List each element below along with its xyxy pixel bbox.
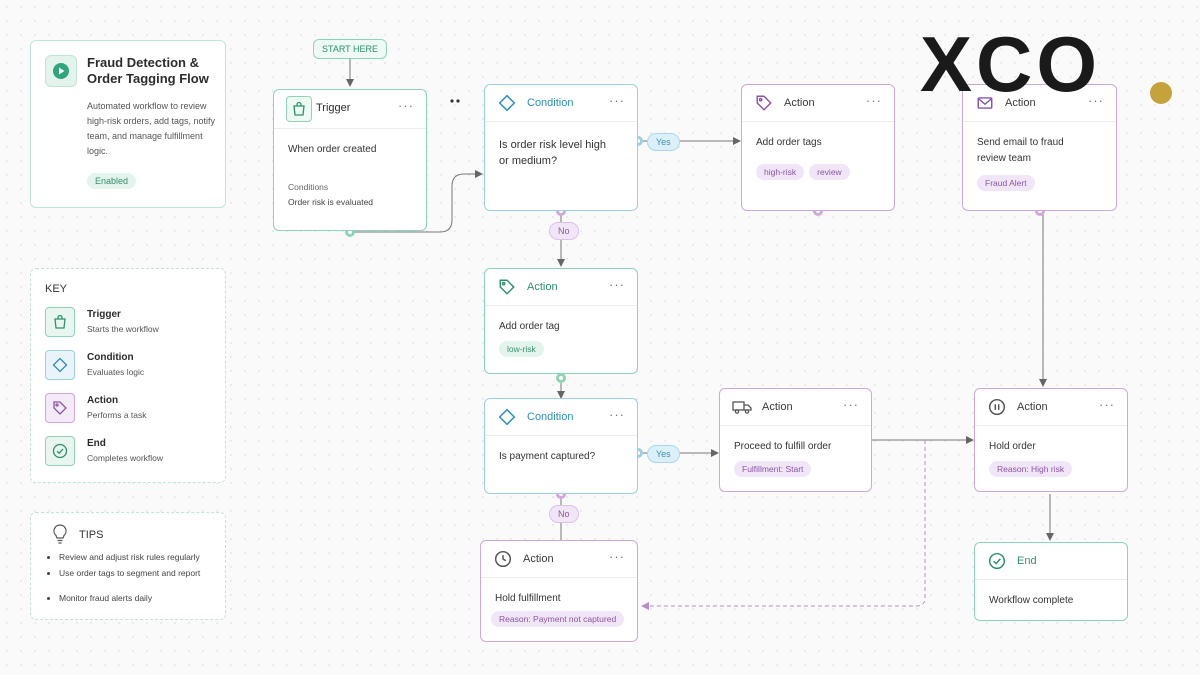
tips-heading: TIPS: [79, 529, 104, 541]
tips-panel: TIPS Review and adjust risk rules regula…: [30, 512, 226, 620]
play-icon[interactable]: [45, 55, 77, 87]
edge-holdful-to-hold-dashed: [641, 440, 926, 610]
node-title: Action: [527, 281, 558, 293]
tag-chip: low-risk: [499, 341, 544, 357]
more-menu-icon[interactable]: ···: [609, 407, 625, 422]
status-badge: Enabled: [87, 173, 137, 189]
node-condition-risk[interactable]: Condition ··· Is order risk level high o…: [484, 84, 638, 211]
tips-list: Review and adjust risk rules regularly U…: [35, 549, 200, 606]
tag-chip: Reason: Payment not captured: [491, 611, 625, 627]
node-body: Hold order: [989, 441, 1036, 452]
node-body: Hold fulfillment: [495, 593, 561, 604]
key-item-condition: Condition Evaluates logic: [45, 350, 215, 384]
node-body: Is order risk level high or medium?: [499, 139, 606, 167]
node-action-hold-fulfillment[interactable]: Action ··· Hold fulfillment Reason: Paym…: [480, 540, 638, 642]
edge-trigger-to-cond1: [350, 170, 483, 233]
node-action-fulfill[interactable]: Action ··· Proceed to fulfill order Fulf…: [719, 388, 872, 492]
tip-item: Monitor fraud alerts daily: [59, 590, 200, 606]
more-menu-icon[interactable]: ···: [609, 277, 625, 292]
workflow-title: Fraud Detection & Order Tagging Flow: [87, 55, 209, 86]
node-title: Action: [1017, 401, 1048, 413]
node-title: End: [1017, 555, 1037, 567]
node-action-hold-order[interactable]: Action ··· Hold order Reason: High risk: [974, 388, 1128, 492]
edge-label-yes: Yes: [647, 133, 680, 151]
node-body: Add order tags: [756, 137, 822, 148]
node-title: Action: [1005, 97, 1036, 109]
tag-chip: Reason: High risk: [989, 461, 1073, 477]
start-here-label: START HERE: [313, 39, 388, 59]
tip-item: Use order tags to segment and report: [59, 565, 200, 581]
key-heading: KEY: [45, 283, 68, 295]
key-item-trigger: Trigger Starts the workflow: [45, 307, 215, 341]
key-item-end: End Completes workflow: [45, 436, 215, 470]
node-action-send-email[interactable]: Action ··· Send email to fraud review te…: [962, 84, 1117, 211]
node-condition-payment[interactable]: Condition ··· Is payment captured?: [484, 398, 638, 494]
tag-chip: Fraud Alert: [977, 175, 1035, 191]
diamond-icon: [497, 93, 517, 113]
node-title: Condition: [527, 97, 574, 109]
edge-label-yes: Yes: [647, 445, 680, 463]
node-conditions-value: Order risk is evaluated: [288, 197, 374, 207]
edge-label-no: No: [549, 222, 579, 240]
node-end[interactable]: End Workflow complete: [974, 542, 1128, 621]
node-title: Action: [784, 97, 815, 109]
more-menu-icon[interactable]: ···: [1099, 397, 1115, 412]
more-menu-icon[interactable]: ···: [609, 93, 625, 108]
node-body: When order created: [288, 144, 377, 155]
diamond-icon: [497, 407, 517, 427]
bag-icon: [286, 96, 312, 122]
node-conditions-label: Conditions: [288, 182, 329, 192]
tip-item: Review and adjust risk rules regularly: [59, 549, 200, 565]
node-body: Add order tag: [499, 321, 560, 332]
node-trigger[interactable]: Trigger ··· When order created Condition…: [273, 89, 427, 231]
workflow-info-card: Fraud Detection & Order Tagging Flow Aut…: [30, 40, 226, 208]
pause-icon: [987, 397, 1007, 417]
key-panel: KEY Trigger Starts the workflow Conditio…: [30, 268, 226, 483]
more-menu-icon[interactable]: ···: [1088, 93, 1104, 108]
tag-chip: Fulfillment: Start: [734, 461, 812, 477]
node-title: Action: [762, 401, 793, 413]
more-menu-icon[interactable]: ···: [398, 98, 414, 113]
check-icon: [45, 436, 75, 466]
node-body: Proceed to fulfill order: [734, 441, 832, 452]
node-body: Workflow complete: [989, 595, 1074, 606]
node-title: Trigger: [316, 102, 351, 114]
xco-logo: XCO: [920, 20, 1102, 108]
key-item-action: Action Performs a task: [45, 393, 215, 427]
tag-chip: review: [809, 164, 850, 180]
mail-icon: [975, 93, 995, 113]
node-title: Condition: [527, 411, 574, 423]
clock-icon: [493, 549, 513, 569]
node-title: Action: [523, 553, 554, 565]
tag-chip: high-risk: [756, 164, 805, 180]
workflow-description: Automated workflow to review high-risk o…: [87, 101, 216, 156]
tag-icon: [497, 277, 517, 297]
diamond-icon: [45, 350, 75, 380]
edge-label-no: No: [549, 505, 579, 523]
more-menu-icon[interactable]: ···: [866, 93, 882, 108]
logo-dot: [1150, 82, 1172, 104]
bag-icon: [45, 307, 75, 337]
check-icon: [987, 551, 1007, 571]
lightbulb-icon: [53, 524, 67, 544]
node-action-add-low-risk-tag[interactable]: Action ··· Add order tag low-risk: [484, 268, 638, 374]
node-body: Send email to fraud review team: [977, 137, 1064, 164]
node-body: Is payment captured?: [499, 451, 596, 462]
truck-icon: [732, 397, 752, 417]
more-menu-icon[interactable]: ···: [843, 397, 859, 412]
tag-icon: [754, 93, 774, 113]
tag-icon: [45, 393, 75, 423]
more-menu-icon[interactable]: ···: [609, 549, 625, 564]
